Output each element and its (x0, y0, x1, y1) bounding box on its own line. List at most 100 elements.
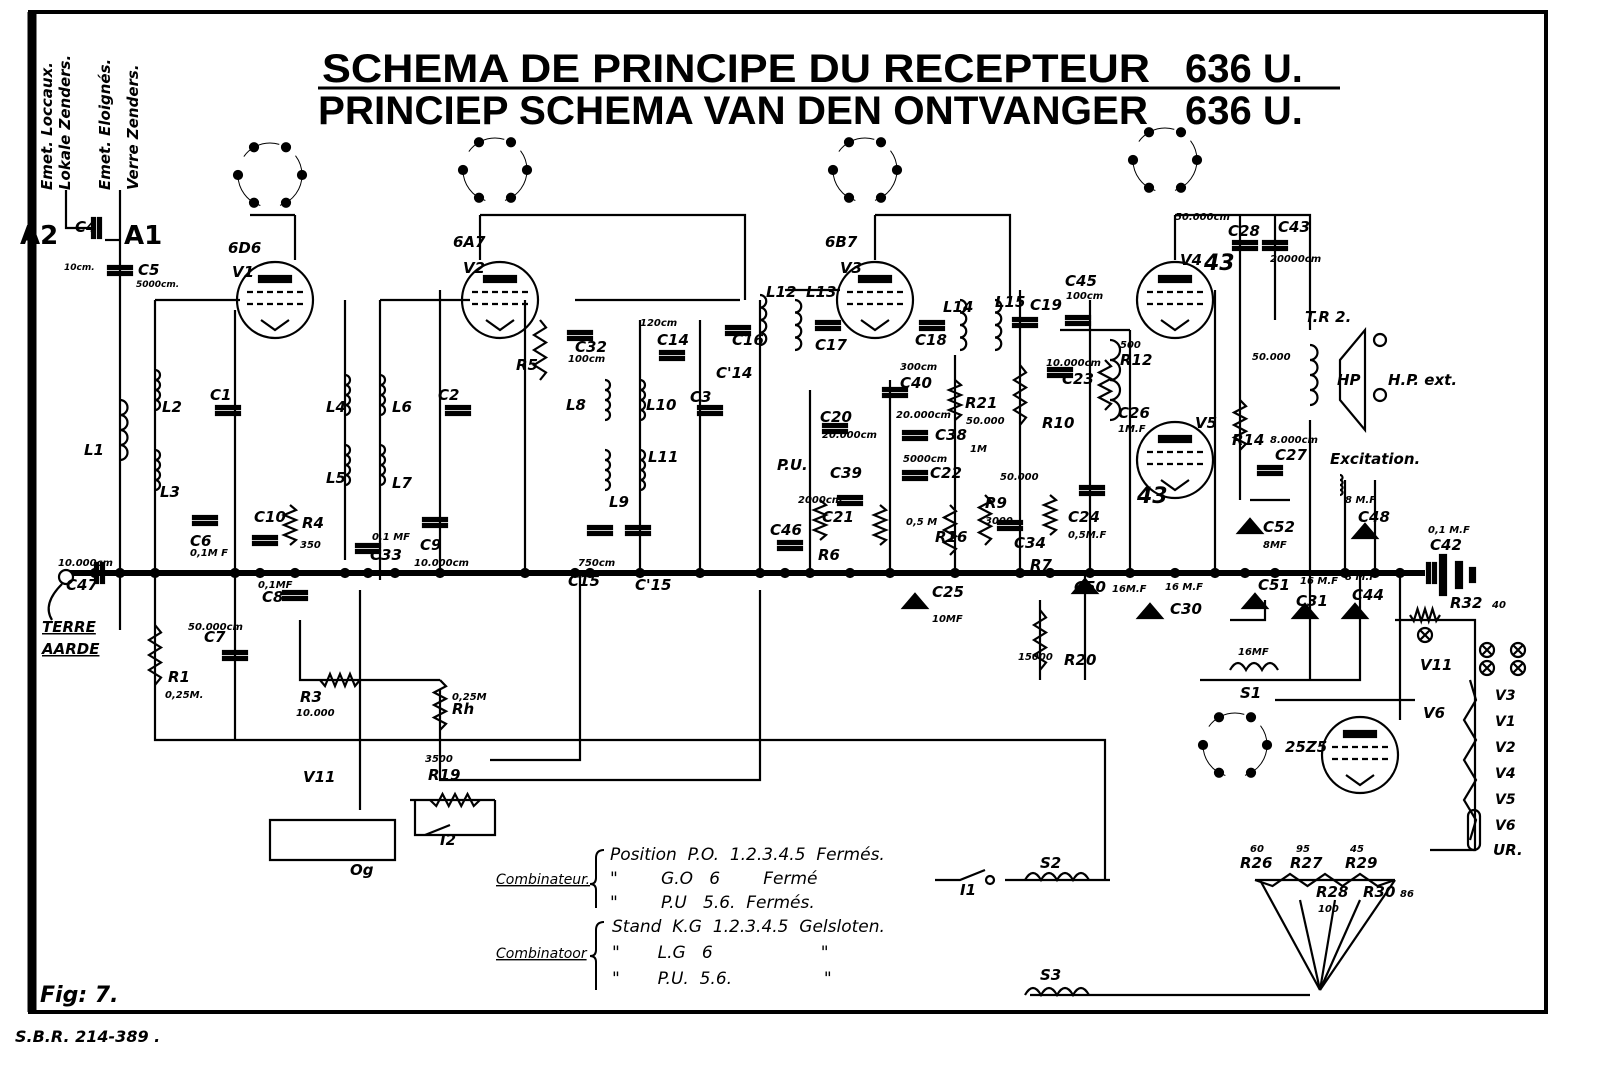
junction-dot (949, 567, 961, 579)
label-c15-val: 750cm (578, 558, 615, 569)
title-dutch-model: 636 U. (1185, 89, 1303, 133)
junction-dot (229, 567, 241, 579)
label-c50-val: 16M.F (1112, 584, 1147, 595)
label-c24: C24 (1068, 508, 1100, 526)
socket-pin (280, 197, 292, 208)
coil-excitation (1339, 473, 1344, 497)
capacitor-c16 (724, 330, 752, 337)
wire (480, 213, 747, 300)
capacitor-c24 (1078, 490, 1106, 497)
figure-number: Fig: 7. (40, 983, 118, 1008)
capacitor-c7 (221, 649, 249, 656)
label-c50: C50 (1074, 578, 1106, 596)
label-c52-val: 8MF (1263, 540, 1287, 551)
coil-l10 (639, 378, 647, 422)
label-c4: C4 (75, 218, 96, 236)
junction-dot (584, 567, 596, 579)
tube-v4 (1135, 260, 1215, 340)
label-r9-val: 3000 (985, 516, 1013, 527)
v1-label: V1 (232, 263, 254, 281)
capacitor-c16 (724, 324, 752, 331)
label-c24-val: 0,5M.F (1068, 530, 1106, 541)
capacitor-c17 (814, 325, 842, 332)
capacitor-c15b (624, 530, 652, 537)
loudspeaker-icon (1338, 326, 1367, 434)
label-r7: R7 (1030, 556, 1053, 574)
label-c21: C21 (822, 508, 854, 526)
label-c3: C3 (690, 388, 711, 406)
wire (298, 620, 440, 682)
label-r10: R10 (1042, 414, 1074, 432)
label-c30-val: 16 M.F (1165, 582, 1203, 593)
wire (1298, 899, 1322, 991)
label-r28: R28 (1316, 883, 1348, 901)
junction-dot (1339, 567, 1351, 579)
wire (1319, 879, 1396, 991)
pilot-lamp-icon (1512, 662, 1524, 674)
label-r16-val: 0,5 M (906, 517, 937, 528)
capacitor-c2 (444, 410, 472, 417)
resistor-r3 (319, 671, 361, 689)
switch-i2 (424, 823, 451, 837)
tube-v2 (460, 260, 540, 340)
coil-l14 (959, 298, 968, 352)
capacitor-c20 (821, 422, 849, 429)
label-c1: C1 (210, 386, 231, 404)
capacitor-c15b (624, 524, 652, 531)
label-c44-val: 8 M.F (1345, 572, 1376, 583)
junction-dot (884, 567, 896, 579)
capacitor-c34 (996, 519, 1024, 526)
junction-dot (844, 567, 856, 579)
label-c33-val: 0,1 MF (372, 532, 410, 543)
socket-pin (1213, 767, 1225, 778)
electrolytic-c48 (1350, 522, 1380, 540)
heater-chain (1462, 679, 1478, 841)
label-c19: C19 (1030, 296, 1062, 314)
socket-pin (1197, 739, 1209, 751)
label-c22-val: 5000cm (903, 454, 947, 465)
wire (153, 300, 1107, 880)
capacitor-c45 (1064, 320, 1092, 327)
ground-terminal (57, 568, 75, 586)
label-r20-val: 15000 (1018, 652, 1053, 663)
label-i1: I1 (960, 881, 976, 899)
label-r26-val: 60 (1250, 844, 1264, 855)
wire (875, 213, 1012, 300)
pilot-lamp-icon (1481, 644, 1493, 656)
socket-pin (473, 192, 485, 203)
antenna-far-fr: Emet. Eloignés. (96, 59, 114, 190)
junction-dot (254, 567, 266, 579)
resistor-r7 (1041, 494, 1059, 536)
electrolytic-c25 (900, 592, 930, 610)
label-c20-val: 20.000cm (822, 430, 877, 441)
resistor-r16 (941, 504, 959, 556)
label-r21-val: 50.000 (966, 416, 1005, 427)
hp-ext-terminal (1372, 332, 1388, 348)
tube-anode (857, 274, 893, 284)
mains-symbol (1454, 560, 1464, 590)
capacitor-c40 (881, 386, 909, 393)
socket-pin (827, 164, 839, 176)
capacitor-c15 (586, 524, 614, 531)
label-c43: C43 (1278, 218, 1310, 236)
capacitor-c10 (251, 540, 279, 547)
label-r5: R5 (516, 356, 538, 374)
junction-dot (1239, 567, 1251, 579)
label-r7-val: 1M (970, 444, 987, 455)
capacitor-c15 (586, 530, 614, 537)
junction-dot (289, 567, 301, 579)
v2-type: 6A7 (453, 233, 486, 251)
label-r12: R12 (1120, 351, 1152, 369)
coil-labels: L1 L2 L3 L4 L5 L6 L7 L8 L9 L10 L11 L12 L… (84, 283, 1025, 511)
label-s2: S2 (1040, 854, 1061, 872)
label-c5-val: 5000cm. (136, 280, 179, 290)
coil-l13: L13 (806, 283, 836, 301)
resistor-r19 (429, 791, 481, 809)
v4-label: V4 (1180, 251, 1202, 269)
capacitor-c34 (996, 525, 1024, 532)
capacitor-c8 (281, 589, 309, 596)
label-a2: A2 (20, 221, 58, 251)
label-r27-val: 95 (1296, 844, 1310, 855)
legend-fr-line-2: " G.O 6 Fermé (610, 869, 818, 889)
